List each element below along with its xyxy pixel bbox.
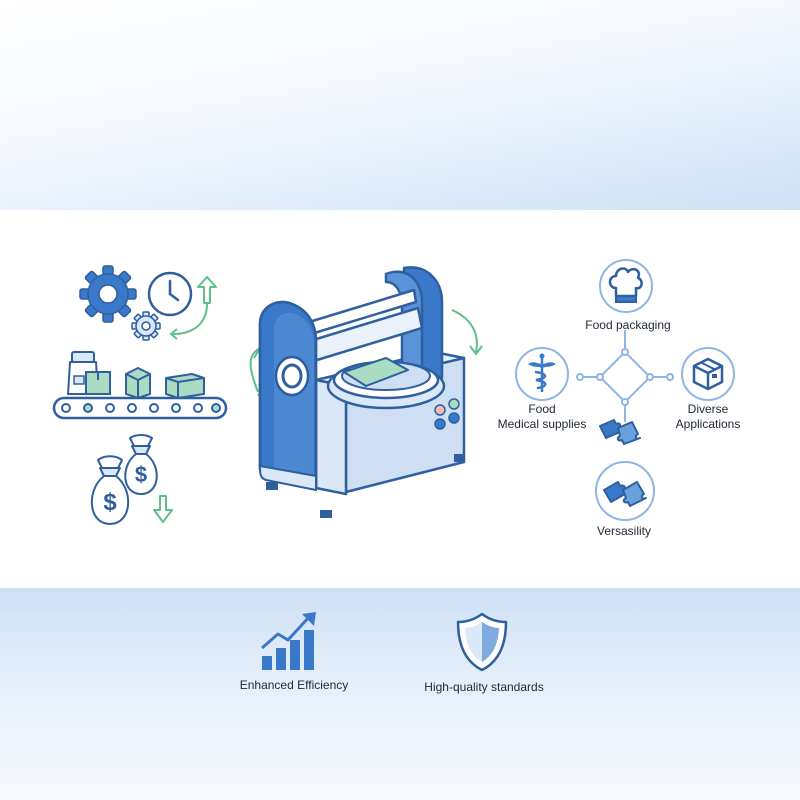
shield-icon — [456, 612, 508, 672]
chef-hat-icon — [598, 258, 654, 314]
food-label: Food — [528, 402, 556, 416]
puzzle-icon-circle — [594, 460, 656, 522]
cycle-arrow-icon — [165, 300, 215, 340]
applications-connector-diagram — [570, 330, 680, 430]
caduceus-icon — [514, 346, 570, 402]
bottom-background-band — [0, 588, 800, 800]
enhanced-efficiency-label: Enhanced Efficiency — [239, 678, 349, 692]
medical-supplies-label: Medical supplies — [497, 417, 587, 431]
clock-icon — [146, 270, 194, 318]
bar-chart-growth-icon — [258, 610, 324, 672]
shrink-wrap-machine-illustration — [236, 262, 496, 527]
high-quality-standards-label: High-quality standards — [424, 680, 544, 694]
dollar-sign-front: $ — [103, 489, 117, 516]
top-background-band — [0, 0, 800, 210]
diverse-label: Diverse — [687, 402, 729, 416]
money-bags-icon: $ $ — [86, 432, 186, 527]
food-packaging-label: Food packaging — [585, 318, 671, 332]
puzzle-pieces-icon — [596, 414, 642, 448]
applications-label: Applications — [675, 417, 741, 431]
gears-icon — [78, 262, 168, 342]
arrow-up-icon — [196, 275, 218, 305]
package-box-icon — [680, 346, 736, 402]
versatility-label: Versasility — [596, 524, 652, 538]
dollar-sign-back: $ — [135, 462, 147, 487]
conveyor-belt-icon — [52, 350, 232, 422]
